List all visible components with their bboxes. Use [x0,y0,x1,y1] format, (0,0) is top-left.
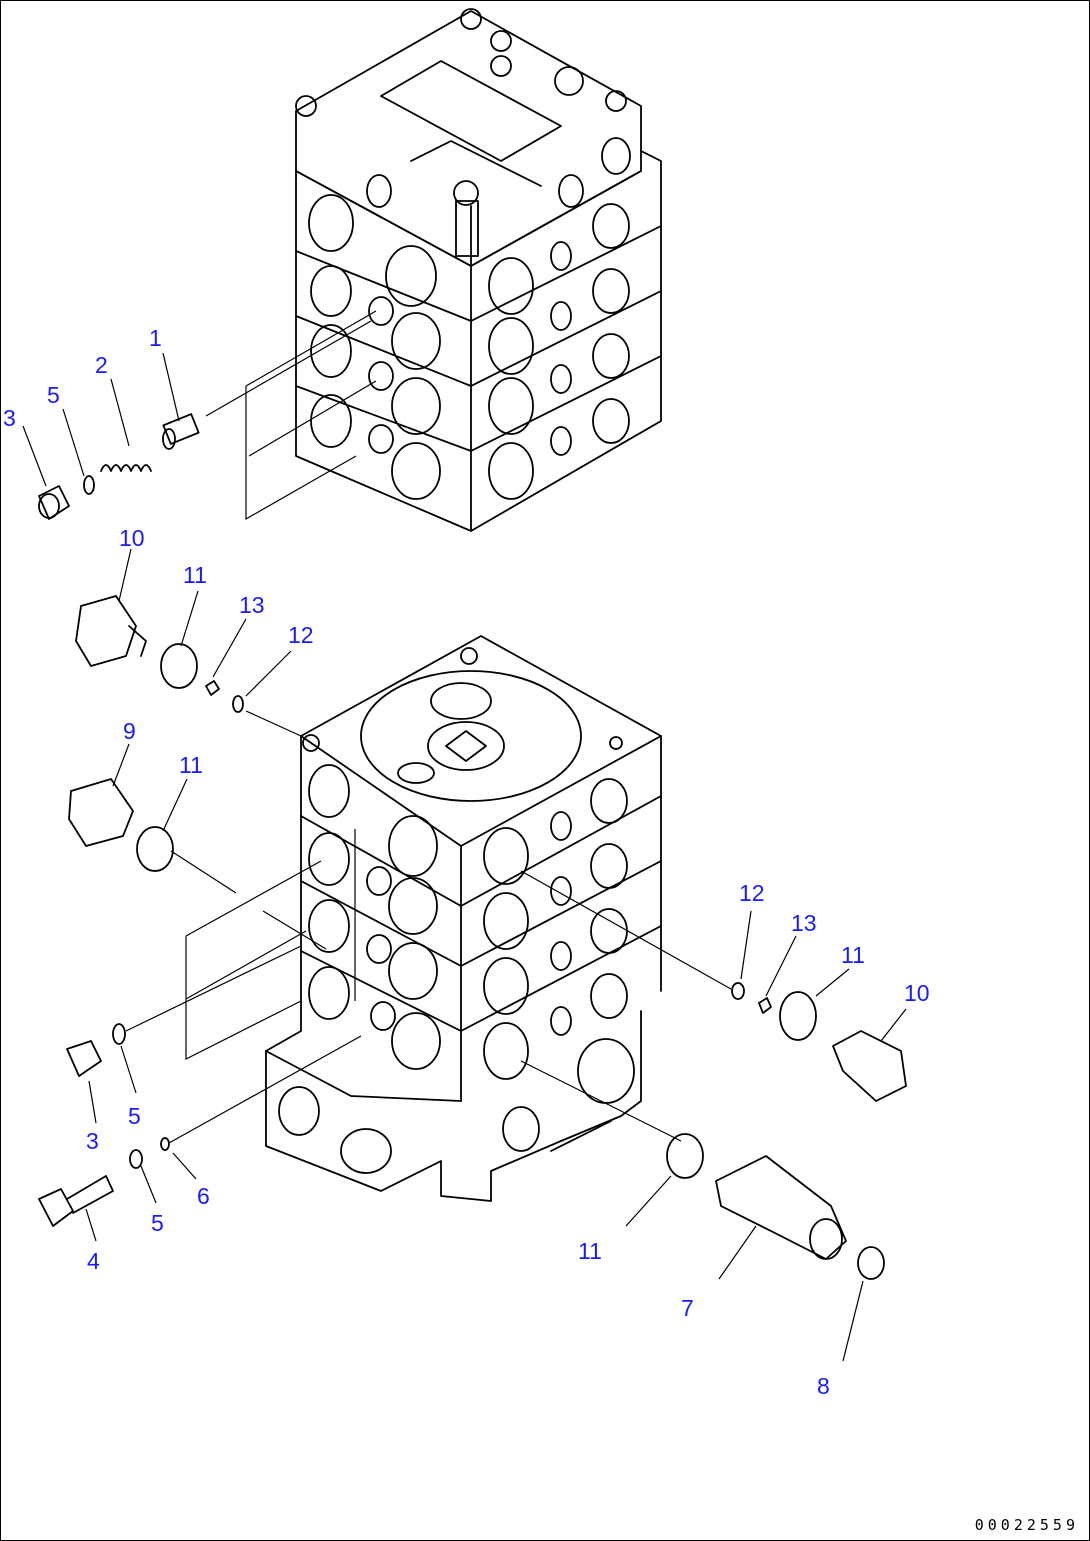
callout-5: 5 [151,1210,164,1236]
upper-valve-block [205,8,662,532]
callout-labels: 1 2 3 5 10 11 13 12 9 11 12 13 11 10 5 3… [3,325,930,1399]
callout-9: 9 [123,718,136,744]
callout-2: 2 [95,352,108,378]
callout-4: 4 [87,1248,100,1274]
drawing-number: 00022559 [974,1516,1079,1534]
callout-5: 5 [128,1103,141,1129]
callout-10: 10 [904,980,930,1006]
callout-12: 12 [739,880,765,906]
callout-13: 13 [239,592,265,618]
upper-exploded-parts [38,413,200,520]
callout-3: 3 [3,405,16,431]
callout-1: 1 [149,325,162,351]
callout-13: 13 [791,910,817,936]
callout-11: 11 [183,562,207,588]
callout-12: 12 [288,622,314,648]
lower-valve-block [125,635,732,1202]
callout-11: 11 [841,942,865,968]
lower-exploded-parts [38,595,907,1280]
callout-6: 6 [197,1183,210,1209]
callout-5: 5 [47,382,60,408]
callout-7: 7 [681,1295,694,1321]
callout-leader-lines [22,352,907,1362]
callout-3: 3 [86,1128,99,1154]
callout-11: 11 [179,752,203,778]
callout-10: 10 [119,525,145,551]
callout-8: 8 [817,1373,830,1399]
callout-11: 11 [578,1238,602,1264]
